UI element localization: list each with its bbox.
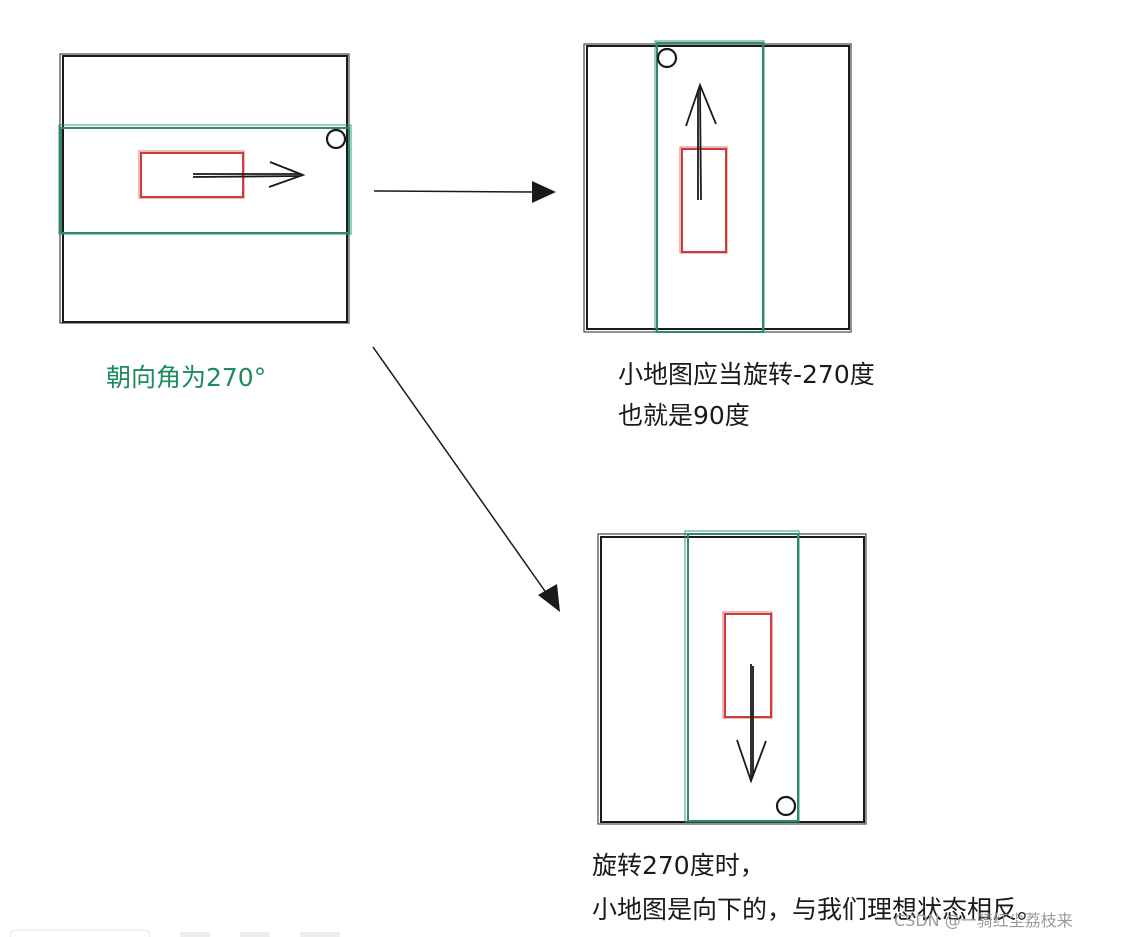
transition-arrow-right	[373, 181, 556, 203]
marker-circle-icon	[775, 795, 797, 817]
right-arrow-icon	[192, 161, 306, 188]
heading-angle-label: 朝向角为270°	[106, 363, 267, 392]
rotated-90-frame	[583, 43, 852, 333]
down-arrow-icon	[736, 664, 767, 784]
rotated-90-player-rect	[679, 146, 728, 254]
rotated-90-map-strip	[654, 40, 765, 333]
marker-circle-icon	[656, 47, 678, 69]
rotated-270-player-rect	[722, 611, 773, 719]
case-b-text-line2: 小地图是向下的，与我们理想状态相反。	[592, 895, 1043, 924]
rotated-270-map-strip	[684, 530, 800, 823]
case-a-text-line2: 也就是90度	[618, 401, 750, 430]
up-arrow-icon	[685, 82, 717, 201]
transition-arrow-diagonal	[372, 346, 560, 612]
rotated-270-frame	[597, 533, 867, 825]
original-map-strip	[58, 124, 352, 235]
case-b-text-line1: 旋转270度时，	[592, 851, 765, 880]
marker-circle-icon	[325, 128, 347, 150]
bottom-toolbar-remnant	[9, 929, 340, 937]
original-frame	[59, 53, 350, 324]
watermark: CSDN @一骑红尘荔枝来	[894, 911, 1073, 930]
case-a-text-line1: 小地图应当旋转-270度	[618, 360, 875, 389]
